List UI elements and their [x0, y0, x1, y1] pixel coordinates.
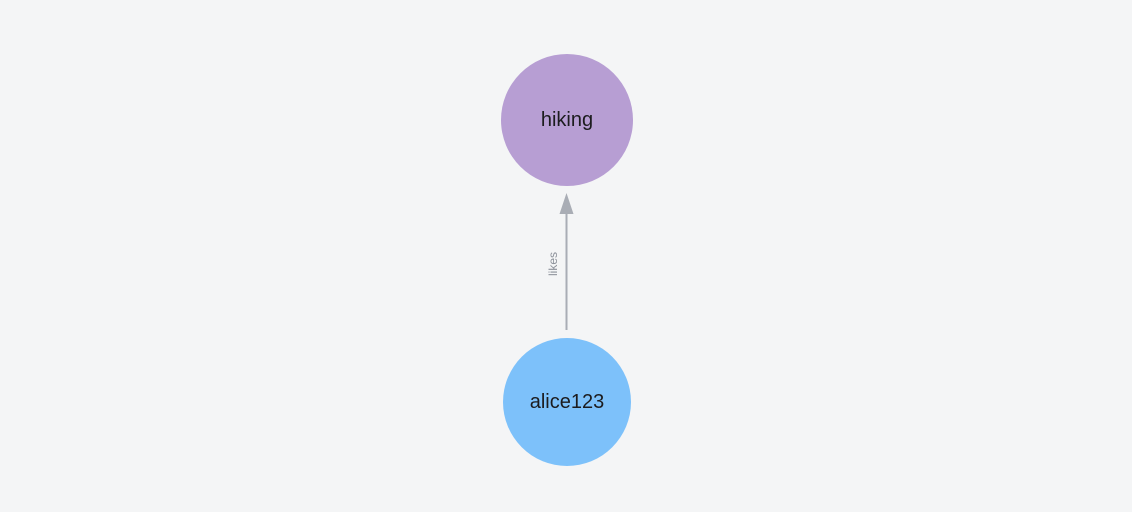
edge-label[interactable]: likes [545, 251, 560, 276]
node-alice123[interactable]: alice123 [503, 338, 631, 466]
edge-arrowhead[interactable] [559, 193, 574, 214]
node-hiking[interactable]: hiking [501, 54, 633, 186]
node-hiking-label: hiking [540, 109, 594, 131]
node-alice123-label: alice123 [529, 391, 605, 413]
